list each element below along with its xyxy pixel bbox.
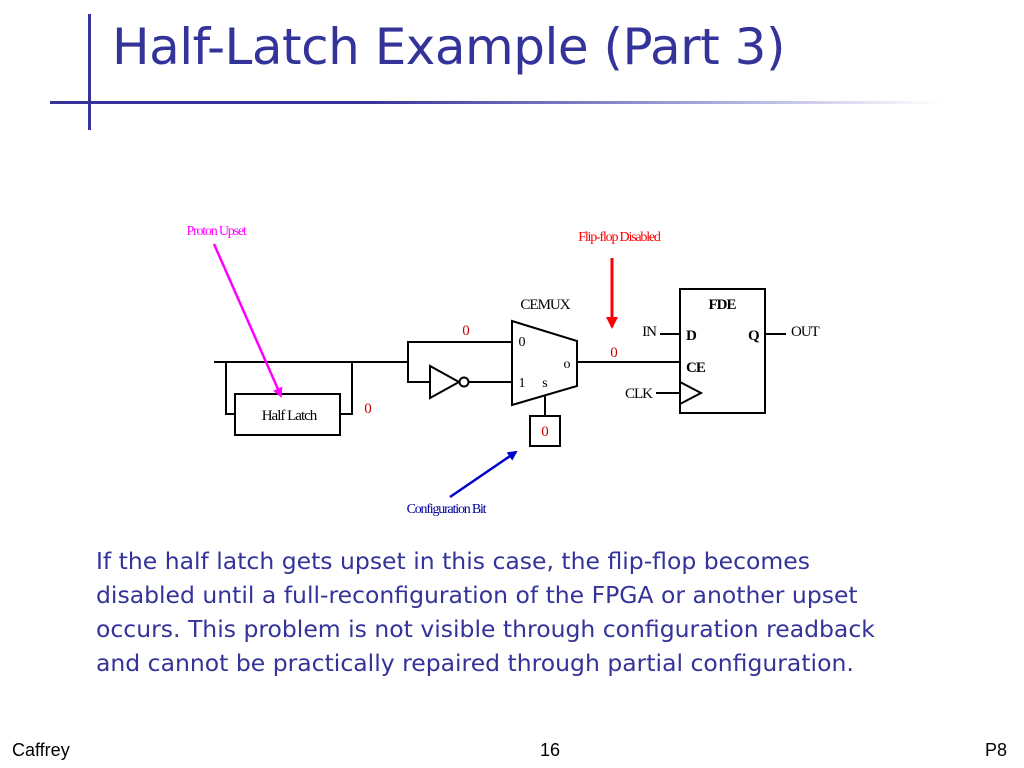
- half-latch-label: Half Latch: [262, 408, 318, 424]
- half-latch-feedback-wire: [225, 361, 353, 415]
- configuration-bit-arrow: [449, 450, 518, 499]
- config-bit-value: 0: [541, 424, 549, 440]
- fde-flipflop: FDE D Q CE: [679, 288, 766, 414]
- proton-upset-label: Proton Upset: [186, 224, 246, 239]
- latch-value: 0: [364, 401, 372, 417]
- clk-label: CLK: [625, 386, 653, 402]
- body-paragraph: If the half latch gets upset in this cas…: [96, 547, 875, 677]
- proton-upset-arrow: [212, 243, 283, 398]
- mux-inverter-input-wire: [407, 362, 430, 383]
- cemux-label: CEMUX: [520, 297, 570, 313]
- configuration-bit-label: Configuration Bit: [407, 502, 487, 517]
- half-latch-box: [234, 393, 341, 436]
- inverter-triangle: [429, 364, 462, 400]
- out-label: OUT: [791, 324, 820, 340]
- cemux: CEMUX 0 1 s o: [511, 297, 578, 407]
- inverter-bubble: [458, 376, 470, 388]
- title-horizontal-rule: [50, 101, 940, 104]
- cemux-in1-label: 1: [519, 376, 526, 391]
- fde-clock-triangle: [679, 381, 704, 405]
- slide-title: Half-Latch Example (Part 3): [112, 18, 785, 76]
- cemux-in0-label: 0: [519, 335, 526, 350]
- fde-body: [679, 288, 766, 414]
- fde-ce-pin-label: CE: [686, 360, 706, 376]
- footer-author: Caffrey: [12, 740, 70, 760]
- fde-d-pin-label: D: [686, 328, 697, 344]
- in-label: IN: [642, 324, 657, 340]
- footer-section: P8: [985, 740, 1008, 760]
- cemux-body: [511, 319, 578, 407]
- mux-input-value: 0: [462, 323, 470, 339]
- title-vertical-rule: [88, 14, 91, 130]
- footer-page-number: 16: [540, 740, 561, 760]
- inverter: [429, 364, 470, 400]
- cemux-s-label: s: [542, 376, 547, 391]
- cemux-out-label: o: [564, 357, 571, 372]
- half-latch: Half Latch: [234, 393, 341, 436]
- config-bit-box: [529, 415, 561, 447]
- mux-input0-wire: [407, 341, 512, 362]
- ce-value: 0: [610, 345, 618, 361]
- flipflop-disabled-label: Flip-flop Disabled: [578, 230, 661, 245]
- fde-label: FDE: [709, 297, 737, 313]
- fde-q-pin-label: Q: [748, 328, 760, 344]
